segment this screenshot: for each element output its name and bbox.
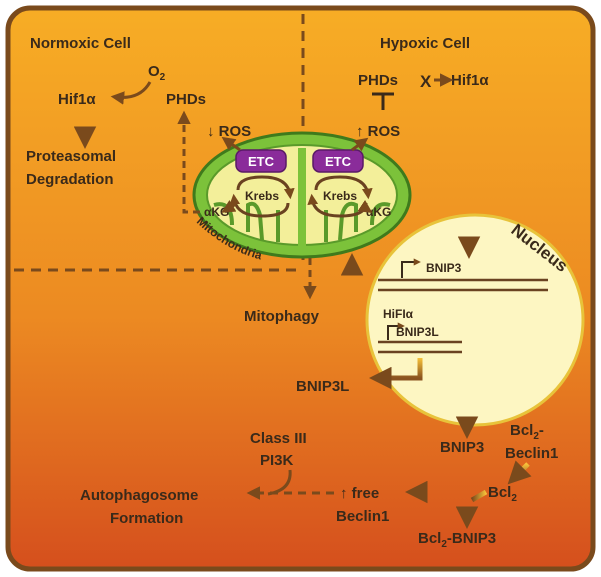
hif-factor-label: HiFIα bbox=[383, 307, 414, 321]
complex-to-bcl2-arrow bbox=[507, 460, 532, 485]
hypoxic-phds: PHDs bbox=[358, 72, 398, 89]
normoxic-title: Normoxic Cell bbox=[30, 35, 131, 52]
etc-to-ros-arrow-left bbox=[221, 136, 241, 152]
transcription-start-arrow bbox=[401, 258, 421, 278]
normoxic-hif1a: Hif1α bbox=[58, 91, 96, 108]
bnip3-protein: BNIP3 bbox=[440, 439, 484, 456]
normoxic-ros: ↓ ROS bbox=[207, 123, 251, 140]
etc-label-right: ETC bbox=[325, 154, 352, 169]
beclin1-label: Beclin1 bbox=[505, 445, 558, 462]
autophagosome-label: Autophagosome bbox=[80, 487, 198, 504]
pi3k-arrow bbox=[267, 469, 292, 496]
gene-to-bnip3l-arrow bbox=[369, 358, 423, 390]
gene-bnip3 bbox=[378, 258, 548, 292]
bcl2-label: Bcl2 bbox=[488, 484, 517, 504]
o2-to-hif1a-arrow bbox=[110, 81, 152, 105]
bnip3l-protein: BNIP3L bbox=[296, 378, 349, 395]
formation-label: Formation bbox=[110, 510, 183, 527]
pi3k-label: PI3K bbox=[260, 452, 294, 469]
gene-bnip3l bbox=[378, 322, 462, 354]
hypoxic-akg: αKG bbox=[366, 205, 391, 219]
gene-bnip3l-label: BNIP3L bbox=[396, 325, 439, 339]
hypoxic-title: Hypoxic Cell bbox=[380, 35, 470, 52]
proteasomal-label: Proteasomal bbox=[26, 148, 116, 165]
krebs-label-right: Krebs bbox=[323, 189, 357, 203]
akg-to-phds-arrow bbox=[177, 110, 200, 214]
bcl2-beclin1-label: Bcl2- bbox=[510, 422, 544, 442]
bcl2-to-complex-arrow bbox=[470, 489, 488, 503]
mitophagy-label: Mitophagy bbox=[244, 308, 320, 325]
etc-box-right bbox=[312, 149, 364, 173]
class-iii-label: Class III bbox=[250, 430, 307, 447]
free-label: ↑ free bbox=[340, 485, 379, 502]
normoxic-phds: PHDs bbox=[166, 91, 206, 108]
free-beclin1-label: Beclin1 bbox=[336, 508, 389, 525]
etc-label-left: ETC bbox=[248, 154, 275, 169]
etc-box-left bbox=[235, 149, 287, 173]
krebs-cycle-left bbox=[229, 175, 295, 218]
bcl2-bnip3-label: Bcl2-BNIP3 bbox=[418, 530, 496, 550]
krebs-label-left: Krebs bbox=[245, 189, 279, 203]
normoxic-akg: αKG bbox=[204, 205, 229, 219]
ros-inhibits-phds bbox=[372, 92, 394, 110]
hypoxic-ros: ↑ ROS bbox=[356, 123, 400, 140]
krebs-to-akg-arrow-left bbox=[221, 200, 237, 213]
etc-to-ros-arrow-right bbox=[351, 137, 369, 152]
block-x: X bbox=[420, 72, 432, 91]
hypoxic-hif1a: Hif1α bbox=[451, 72, 489, 89]
transcription-start-arrow bbox=[387, 322, 405, 340]
krebs-to-akg-arrow-right bbox=[357, 199, 373, 213]
gene-bnip3-label: BNIP3 bbox=[426, 261, 462, 275]
o2-label: O2 bbox=[148, 63, 166, 83]
cell-background bbox=[5, 5, 596, 572]
degradation-label: Degradation bbox=[26, 171, 114, 188]
